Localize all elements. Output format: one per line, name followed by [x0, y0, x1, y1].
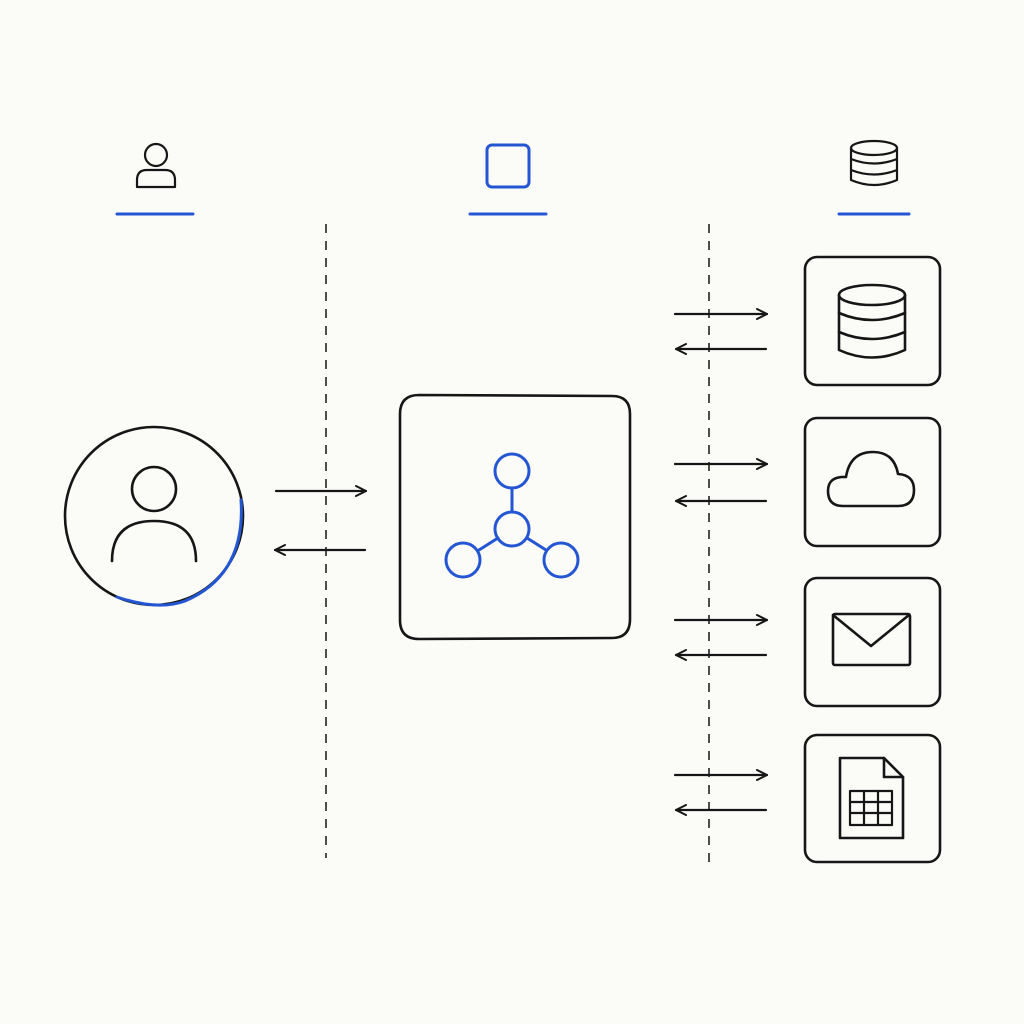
connection-hub-database [673, 308, 769, 355]
service-node-spreadsheet[interactable] [803, 733, 942, 864]
person-icon [135, 142, 177, 189]
service-node-email[interactable] [803, 576, 942, 708]
service-node-database[interactable] [803, 255, 942, 387]
cloud-icon [826, 450, 916, 508]
database-icon [837, 283, 907, 359]
connection-hub-spreadsheet [673, 769, 769, 816]
connection-hub-cloud [673, 458, 769, 507]
person-icon [110, 465, 198, 563]
lane-header-user [115, 142, 195, 216]
hub-node[interactable] [398, 393, 632, 641]
envelope-icon [831, 612, 912, 667]
connection-hub-email [673, 614, 769, 661]
database-icon [849, 139, 899, 187]
square-icon [485, 143, 531, 189]
lane-header-storage [837, 139, 911, 216]
service-node-cloud[interactable] [803, 416, 942, 548]
lane-header-app [468, 143, 548, 216]
network-hub-icon [444, 452, 580, 579]
connection-user-hub [273, 485, 368, 556]
spreadsheet-file-icon [838, 756, 905, 840]
user-node[interactable] [63, 425, 245, 607]
